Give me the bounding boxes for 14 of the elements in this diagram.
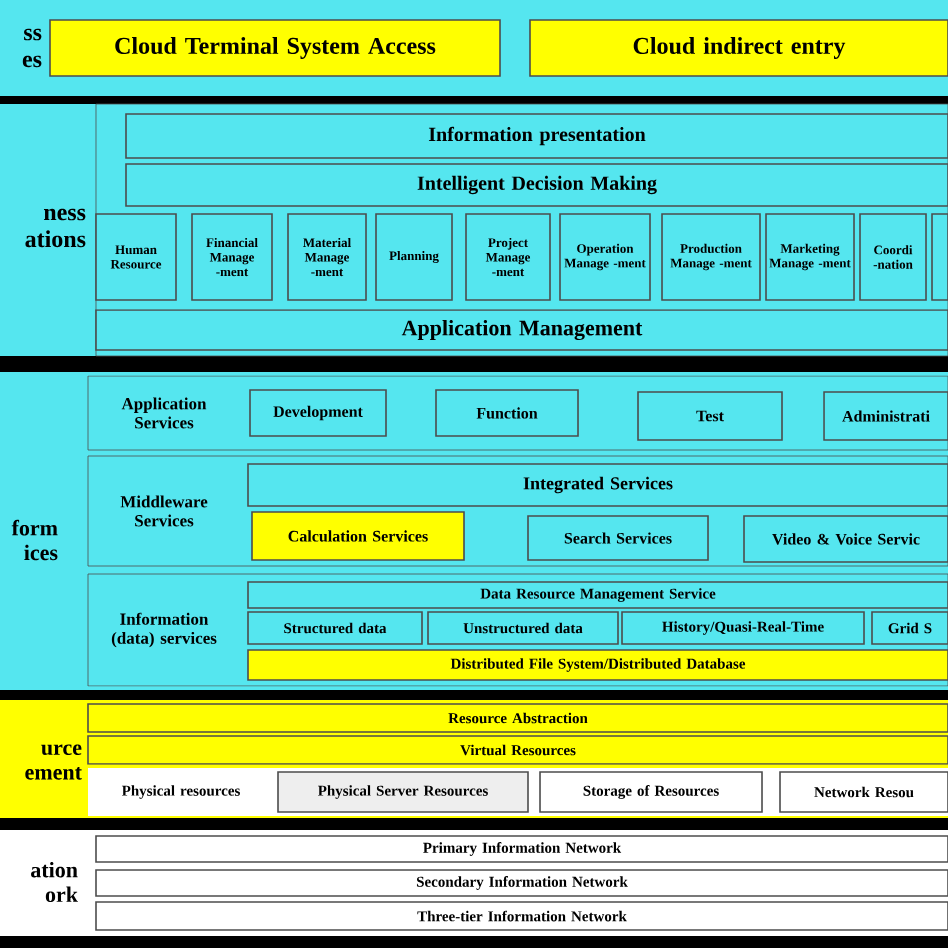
layer-box: Intelligent Decision Making [125, 163, 948, 207]
service-box: Function [435, 389, 579, 437]
service-box: Calculation Services [251, 511, 465, 561]
layer-box: Application Management [95, 309, 948, 351]
layer-box: Information presentation [125, 113, 948, 159]
service-box: Video & Voice Servic [743, 515, 948, 563]
service-box: Development [249, 389, 387, 437]
service-box: Test [637, 391, 783, 441]
service-box: Integrated Services [247, 463, 948, 507]
module-box [931, 213, 948, 301]
header-box: Cloud indirect entry [529, 19, 948, 77]
header-box: Cloud Terminal System Access [49, 19, 501, 77]
service-box: Administrati [823, 391, 948, 441]
service-box: Search Services [527, 515, 709, 561]
